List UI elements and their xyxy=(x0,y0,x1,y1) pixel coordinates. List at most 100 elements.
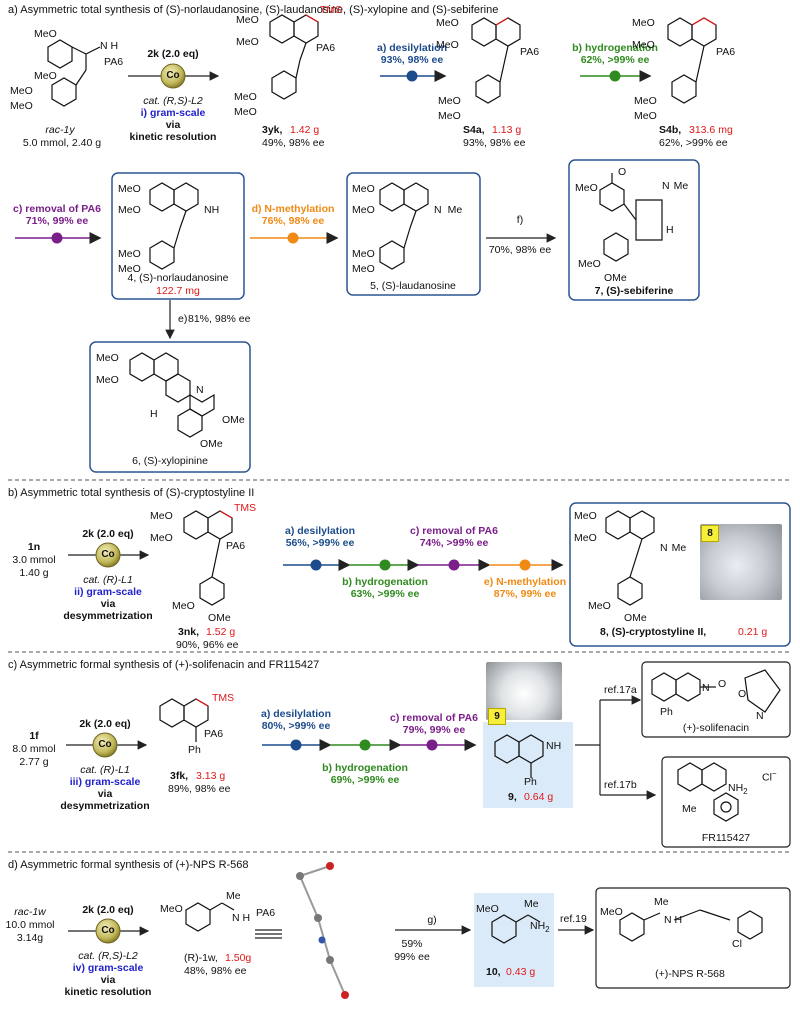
p-3yk-ome-1: MeO xyxy=(236,14,259,26)
FR115427-cl: Cl− xyxy=(762,769,777,784)
p9-mass: 0.64 g xyxy=(524,791,554,803)
section-b-title: b) Asymmetric total synthesis of (S)-cry… xyxy=(8,487,255,499)
structure-cryptostyline xyxy=(605,510,655,606)
p8-ome-4: OMe xyxy=(624,612,647,624)
method-c-1: iii) gram-scale xyxy=(69,776,141,788)
xray-structure-1w xyxy=(296,862,349,999)
product-S4b-structure xyxy=(667,17,717,104)
p8-label: 8, (S)-cryptostyline II, xyxy=(600,626,707,638)
reagent-d: 2k (2.0 eq) xyxy=(82,904,134,916)
co-catalyst-ball-c xyxy=(66,732,148,758)
p-3fk-yield: 89%, 98% ee xyxy=(168,783,231,795)
method-a-1: i) gram-scale xyxy=(140,107,206,119)
product-1w-structure xyxy=(185,902,235,932)
step-c-hydrogenation: b) hydrogenation xyxy=(322,762,408,774)
reagent-c: 2k (2.0 eq) xyxy=(79,718,131,730)
step-f-yield: 70%, 98% ee xyxy=(488,244,552,256)
p4-ome-2: MeO xyxy=(118,204,141,216)
ref-17b: ref.17b xyxy=(604,779,637,791)
step-a-desilylation-yield: 93%, 98% ee xyxy=(380,54,444,66)
p5-label: 5, (S)-laudanosine xyxy=(370,280,456,292)
step-g: g) xyxy=(427,914,437,926)
p-S4b-mass: 313.6 mg xyxy=(689,124,733,136)
p-S4b-pa6: PA6 xyxy=(716,46,736,58)
solifenacin-o2: O xyxy=(738,688,747,700)
section-a-title: a) Asymmetric total synthesis of (S)-nor… xyxy=(8,4,499,16)
arrow-methylation-a xyxy=(250,232,339,244)
p-S4b-ome-3: MeO xyxy=(634,95,657,107)
sm-1n-amount-2: 1.40 g xyxy=(19,567,49,579)
co-label-d: Co xyxy=(101,925,115,936)
FR115427-nh2: NH2 xyxy=(728,782,748,797)
FR115427-me: Me xyxy=(682,803,697,815)
step-e-yield: 81%, 98% ee xyxy=(188,313,251,325)
p5-ome-4: MeO xyxy=(352,263,375,275)
NPS-me: Me xyxy=(654,896,669,908)
p-3nk-tms: TMS xyxy=(234,502,257,514)
box-sebiferine xyxy=(568,159,700,301)
highlight-product-10 xyxy=(474,893,554,987)
p4-label: 4, (S)-norlaudanosine xyxy=(127,272,229,284)
solifenacin-n: N xyxy=(702,682,710,694)
solifenacin-label: (+)-solifenacin xyxy=(682,722,750,734)
co-catalyst-ball-a xyxy=(128,63,220,89)
p8-mass: 0.21 g xyxy=(738,626,768,638)
p6-n: N xyxy=(196,384,204,396)
p-3nk-ome-3: MeO xyxy=(172,600,195,612)
structure-product-9 xyxy=(494,734,544,778)
p-3nk-label: 3nk, xyxy=(178,626,200,638)
method-a-2: via xyxy=(165,119,181,131)
structure-laudanosine xyxy=(379,182,429,270)
p-3yk-ome-2: MeO xyxy=(236,36,259,48)
p-3fk-label: 3fk, xyxy=(170,770,189,782)
box-NPS-R-568 xyxy=(595,887,791,989)
sm-1f-amount-2: 2.77 g xyxy=(19,756,49,768)
sm-1w-amount-1: 10.0 mmol xyxy=(5,919,55,931)
solifenacin-o: O xyxy=(718,678,727,690)
sm-1y-ome-4: MeO xyxy=(10,100,33,112)
p7-ome-1: MeO xyxy=(575,182,598,194)
co-catalyst-ball-b xyxy=(68,542,150,568)
sm-1y-ome-2: MeO xyxy=(34,70,57,82)
p-1w-label: (R)-1w, xyxy=(184,952,218,964)
p-3fk-mass: 3.13 g xyxy=(196,770,226,782)
step-d-methylation: d) N-methylation xyxy=(251,203,335,215)
step-g-yield-1: 59% xyxy=(401,938,423,950)
sm-1w-amount-2: 3.14g xyxy=(16,932,44,944)
p-S4b-ome-4: MeO xyxy=(634,110,657,122)
method-c-2: via xyxy=(97,788,113,800)
p6-label: 6, (S)-xylopinine xyxy=(132,455,208,467)
NPS-cl: Cl xyxy=(732,938,742,950)
solifenacin-ph: Ph xyxy=(660,706,673,718)
p10-nh2: NH2 xyxy=(530,920,550,935)
co-catalyst-ball-d xyxy=(68,918,150,944)
structure-product-10 xyxy=(491,914,541,944)
photo-tag-8: 8 xyxy=(701,525,719,542)
p6-h: H xyxy=(150,408,158,420)
product-3nk-structure xyxy=(183,510,233,606)
p-1w-me: Me xyxy=(226,890,241,902)
step-f: f) xyxy=(516,214,524,226)
arrow-methylation-b xyxy=(489,559,564,571)
NPS-meo: MeO xyxy=(600,906,623,918)
step-b-methylation: e) N-methylation xyxy=(483,576,567,588)
p-S4b-ome-1: MeO xyxy=(632,17,655,29)
method-d-2: via xyxy=(100,974,116,986)
section-d-title: d) Asymmetric formal synthesis of (+)-NP… xyxy=(8,859,249,871)
arrow-hydrogenation-b xyxy=(349,559,420,571)
step-b-methylation-yield: 87%, 99% ee xyxy=(493,588,557,600)
p9-label: 9, xyxy=(508,791,517,803)
step-g-yield-2: 99% ee xyxy=(394,951,430,963)
p-S4a-pa6: PA6 xyxy=(520,46,540,58)
method-c-3: desymmetrization xyxy=(60,800,150,812)
p5-ome-1: MeO xyxy=(352,183,375,195)
box-norlaudanosine xyxy=(111,172,245,300)
sm-1f-amount-1: 8.0 mmol xyxy=(12,743,56,755)
p-3fk-ph: Ph xyxy=(188,744,201,756)
p-3fk-tms: TMS xyxy=(212,692,235,704)
step-c-removal: c) removal of PA6 xyxy=(390,712,478,724)
step-a-hydrogenation: b) hydrogenation xyxy=(572,42,658,54)
